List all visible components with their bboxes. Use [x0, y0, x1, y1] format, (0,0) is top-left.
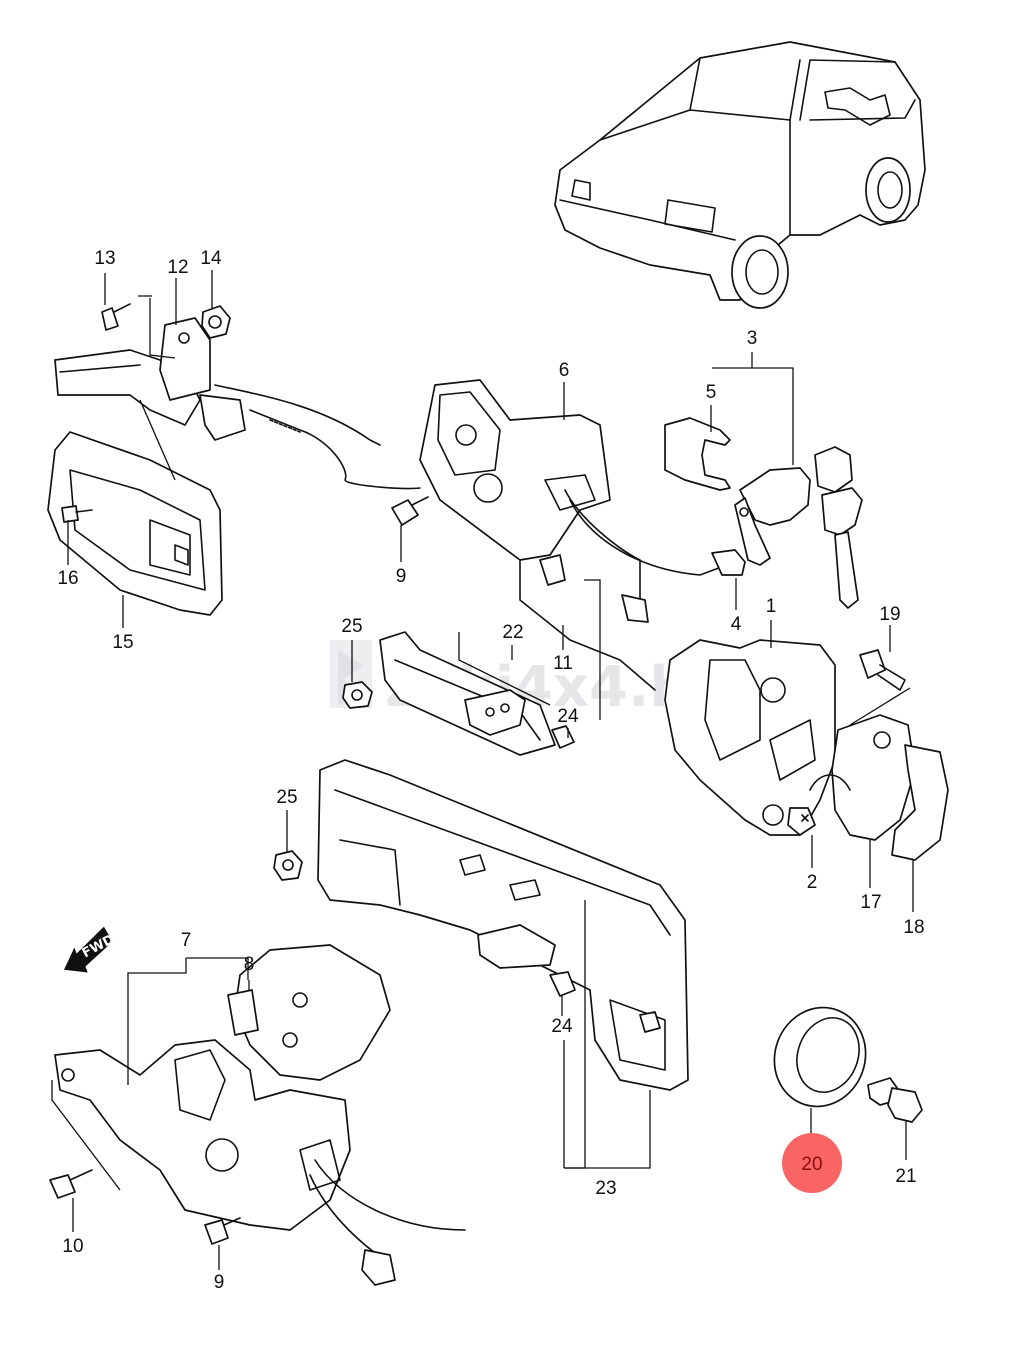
grommet-and-bolt — [773, 1006, 923, 1123]
callout-23[interactable]: 23 — [595, 1178, 616, 1199]
door-lock-actuator-assembly — [49, 944, 466, 1286]
callout-labels: 1 2 3 4 5 6 7 8 9 9 10 11 12 13 14 15 16… — [57, 248, 924, 1293]
callout-18[interactable]: 18 — [903, 917, 924, 938]
fwd-direction-indicator: FWD — [64, 926, 117, 973]
callout-7[interactable]: 7 — [181, 930, 192, 951]
key-cylinder-assembly — [664, 417, 863, 609]
highlight-marker-20 — [782, 1133, 842, 1193]
callout-13[interactable]: 13 — [94, 248, 115, 269]
callout-20[interactable]: 20 — [801, 1154, 822, 1175]
outside-handle-assembly — [54, 303, 421, 490]
callout-19[interactable]: 19 — [879, 604, 900, 625]
callout-15[interactable]: 15 — [112, 632, 133, 653]
callout-22[interactable]: 22 — [502, 622, 523, 643]
callout-8[interactable]: 8 — [244, 954, 255, 975]
callout-11[interactable]: 11 — [553, 653, 573, 674]
inside-handle-bezel — [47, 431, 223, 616]
callout-9-upper[interactable]: 9 — [396, 566, 407, 587]
callout-17[interactable]: 17 — [860, 892, 881, 913]
callout-25-lower[interactable]: 25 — [276, 787, 297, 808]
callout-2[interactable]: 2 — [807, 872, 818, 893]
inside-lock-mechanism — [391, 379, 741, 691]
callout-25-upper[interactable]: 25 — [341, 616, 362, 637]
callout-4[interactable]: 4 — [731, 614, 742, 635]
callout-5[interactable]: 5 — [706, 382, 717, 403]
outside-door-handle — [317, 759, 689, 1091]
callout-6[interactable]: 6 — [559, 360, 570, 381]
callout-9-lower[interactable]: 9 — [214, 1272, 225, 1293]
door-latch-assembly — [664, 639, 949, 861]
callout-3[interactable]: 3 — [747, 328, 758, 349]
callout-16[interactable]: 16 — [57, 568, 78, 589]
callout-21[interactable]: 21 — [895, 1166, 916, 1187]
rod-bracket-assembly — [273, 631, 575, 881]
callout-10[interactable]: 10 — [62, 1236, 83, 1257]
callout-24-upper[interactable]: 24 — [557, 706, 579, 727]
callout-1[interactable]: 1 — [766, 596, 777, 617]
leader-lines — [51, 270, 914, 1270]
callout-24-lower[interactable]: 24 — [551, 1016, 573, 1037]
vehicle-illustration — [554, 41, 926, 309]
callout-12[interactable]: 12 — [167, 257, 188, 278]
callout-14[interactable]: 14 — [200, 248, 222, 269]
